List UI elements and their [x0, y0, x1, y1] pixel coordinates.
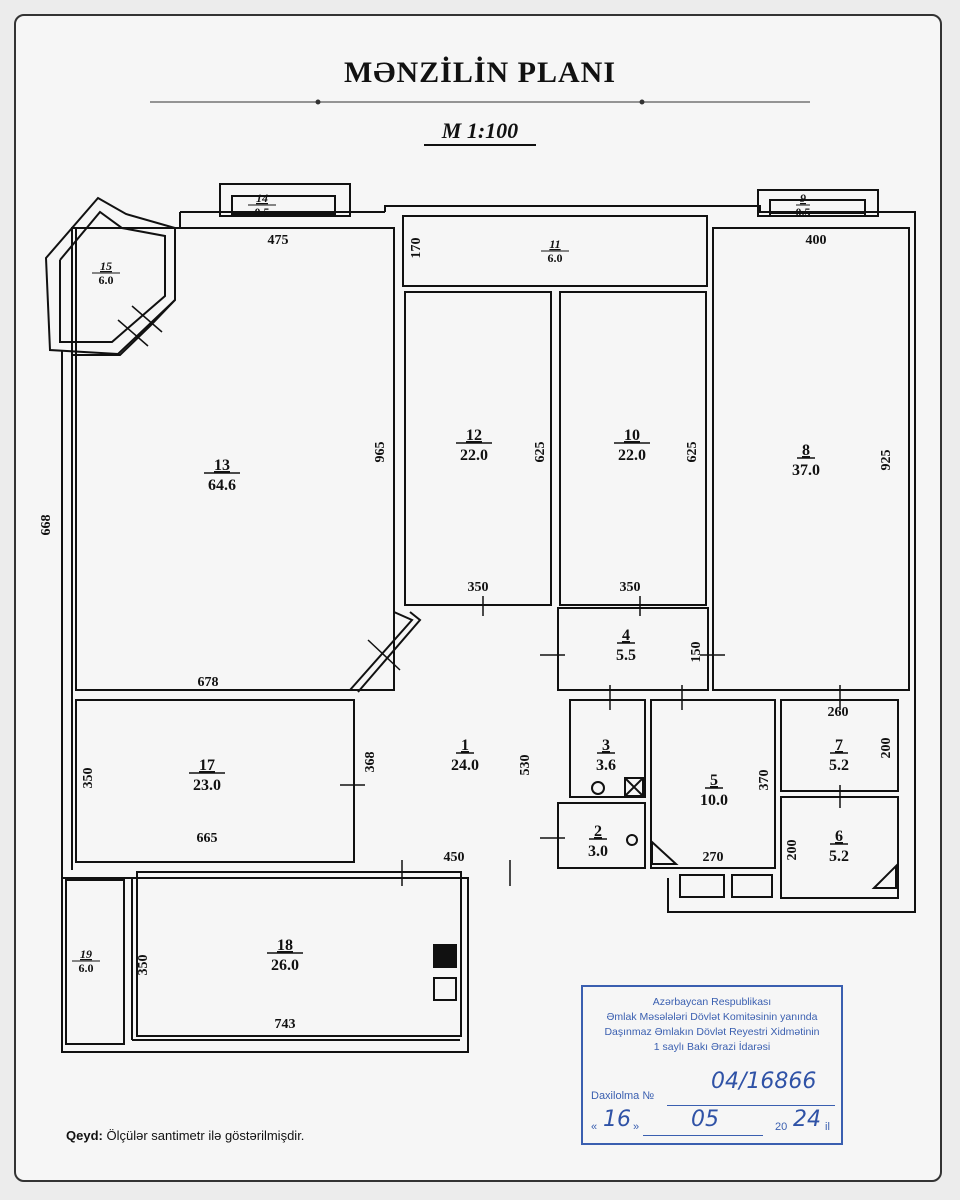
dimension-label: 475 — [268, 233, 289, 248]
note: Qeyd: Ölçülər santimetr ilə göstərilmişd… — [66, 1128, 304, 1143]
note-text: Ölçülər santimetr ilə göstərilmişdir. — [106, 1128, 305, 1143]
dimension-label: 200 — [785, 840, 800, 861]
room-2-area: 3.0 — [588, 843, 608, 860]
room-3-number: 3 — [602, 737, 610, 754]
dimension-label: 170 — [409, 238, 424, 259]
dimension-label: 350 — [81, 768, 96, 789]
page-title: MƏNZİLİN PLANI — [343, 56, 617, 89]
dimension-label: 678 — [198, 675, 219, 690]
room-6-number: 6 — [835, 828, 843, 845]
room-12-number: 12 — [466, 427, 482, 444]
dimension-label: 743 — [275, 1017, 296, 1032]
room-13-area: 64.6 — [208, 477, 236, 494]
room-17-area: 23.0 — [193, 777, 221, 794]
room-8-number: 8 — [802, 442, 810, 459]
stamp-year-word: il — [825, 1121, 830, 1133]
stamp-reg-number: 04/16866 — [711, 1069, 817, 1094]
dimension-label: 400 — [806, 233, 827, 248]
stamp-year-suffix: 24 — [793, 1107, 821, 1132]
room-15-number: 15 — [100, 259, 112, 273]
room-1-area: 24.0 — [451, 757, 479, 774]
room-11-area: 6.0 — [548, 251, 563, 265]
dimension-label: 368 — [363, 752, 378, 773]
dimension-label: 350 — [620, 580, 641, 595]
room-14-number: 14 — [256, 191, 268, 205]
dimension-label: 370 — [757, 770, 772, 791]
room-6-area: 5.2 — [829, 848, 849, 865]
title-ornament — [150, 99, 810, 105]
stamp-day: 16 — [603, 1107, 631, 1132]
room-4-number: 4 — [622, 627, 630, 644]
plan-sheet — [14, 14, 942, 1182]
room-5-area: 10.0 — [700, 792, 728, 809]
stamp-line-3: Daşınmaz Əmlakın Dövlət Reyestri Xidməti… — [604, 1026, 820, 1038]
dimension-label: 530 — [518, 755, 533, 776]
stamp-reg-label: Daxilolma № — [591, 1090, 655, 1102]
dimension-label: 270 — [703, 850, 724, 865]
dimension-label: 625 — [533, 442, 548, 463]
dimension-label: 450 — [444, 850, 465, 865]
stamp-date-open: « — [591, 1121, 598, 1133]
stamp-year-prefix: 20 — [775, 1121, 788, 1133]
room-13-number: 13 — [214, 457, 230, 474]
room-5-number: 5 — [710, 772, 718, 789]
room-14-area: 0.5 — [255, 205, 270, 219]
room-1-number: 1 — [461, 737, 469, 754]
room-7-area: 5.2 — [829, 757, 849, 774]
room-8-area: 37.0 — [792, 462, 820, 479]
room-15-area: 6.0 — [99, 273, 114, 287]
scale-label: M 1:100 — [424, 118, 536, 146]
stamp-month: 05 — [691, 1107, 719, 1132]
dimension-label: 200 — [879, 738, 894, 759]
room-10-number: 10 — [624, 427, 640, 444]
walls — [44, 183, 916, 1053]
room-12-area: 22.0 — [460, 447, 488, 464]
dimension-label: 625 — [685, 442, 700, 463]
registry-stamp: Azərbaycan Respublikası Əmlak Məsələləri… — [581, 985, 843, 1145]
room-11-number: 11 — [549, 237, 560, 251]
dimension-label: 350 — [136, 955, 151, 976]
stamp-line-2: Əmlak Məsələləri Dövlət Komitəsinin yanı… — [606, 1011, 818, 1023]
dimension-label: 665 — [197, 831, 218, 846]
room-18-area: 26.0 — [271, 957, 299, 974]
room-9-number: 9 — [800, 191, 806, 205]
room-19-number: 19 — [80, 947, 92, 961]
stamp-line-4: 1 saylı Bakı Ərazi İdarəsi — [653, 1041, 771, 1053]
room-19-area: 6.0 — [79, 961, 94, 975]
dimension-label: 260 — [828, 705, 849, 720]
room-4-area: 5.5 — [616, 647, 636, 664]
dimension-label: 965 — [373, 442, 388, 463]
stamp-line-1: Azərbaycan Respublikası — [652, 996, 772, 1008]
dimension-label: 350 — [468, 580, 489, 595]
dimension-label: 668 — [39, 515, 54, 536]
dimension-label: 925 — [879, 450, 894, 471]
stamp-date-close: » — [633, 1121, 640, 1133]
room-18-number: 18 — [277, 937, 293, 954]
room-3-area: 3.6 — [596, 757, 616, 774]
door-ticks — [117, 305, 841, 886]
room-10-area: 22.0 — [618, 447, 646, 464]
dimension-label: 150 — [689, 642, 704, 663]
room-9-area: 0.5 — [796, 205, 811, 219]
room-17-number: 17 — [199, 757, 215, 774]
room-7-number: 7 — [835, 737, 843, 754]
note-label: Qeyd: — [66, 1128, 103, 1143]
room-2-number: 2 — [594, 823, 602, 840]
